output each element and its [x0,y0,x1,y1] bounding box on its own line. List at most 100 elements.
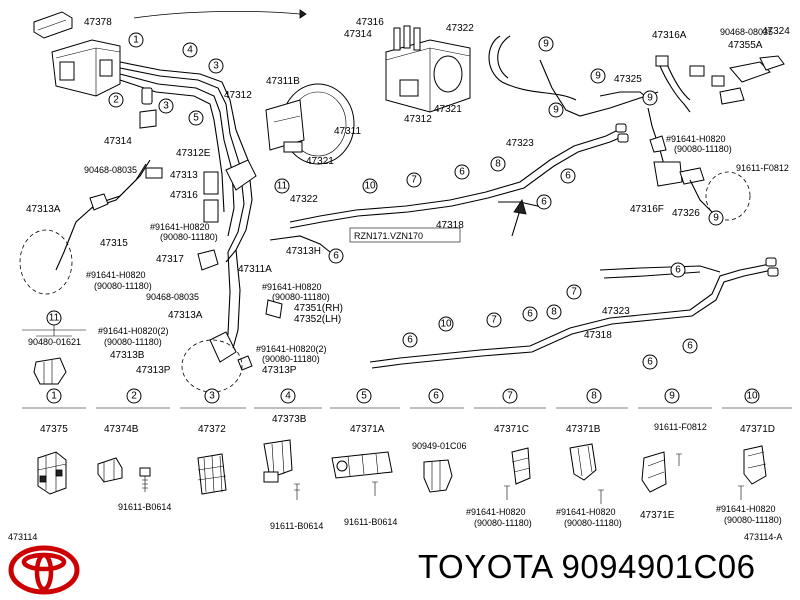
label-47313B: 47313B [110,350,145,361]
callout-7c-text: 7 [491,315,497,326]
legend-1-num: 1 [51,391,57,402]
callout-9b-text: 9 [553,105,559,116]
model-note: RZN171.VZN170 [354,231,423,241]
label-47313H: 47313H [286,246,321,257]
callout-6b [454,164,470,180]
label-90468-08035-b: 90468-08035 [146,292,199,302]
callout-4-text: 4 [187,45,193,56]
label-91641-d: #91641-H0820(2) [98,326,169,336]
legend-47371C: 47371C [494,424,529,435]
label-90080-d: (90080-11180) [104,337,162,347]
lower-long-lines [369,257,779,369]
callout-6c [560,168,576,184]
legend-part-9 [641,451,682,493]
legend-2-num: 2 [131,391,137,402]
callout-10b-text: 10 [440,319,452,330]
label-47316: 47316 [356,17,384,28]
label-47326: 47326 [672,208,700,219]
legend-part-6 [423,459,453,493]
part-labels: 47378 47316 47314 47322 47311B 47312 473… [26,17,790,376]
callout-6h-text: 6 [647,357,653,368]
callout-2 [108,92,124,108]
label-47314: 47314 [104,136,132,147]
brake-booster [265,83,355,165]
label-47318-b: 47318 [584,330,612,341]
label-47311: 47311 [334,126,362,137]
footer-brand-text: TOYOTA 9094901C06 [418,548,756,585]
callout-8a [490,156,506,172]
model-note-box [349,227,461,243]
callout-3 [158,98,174,114]
callout-6g [402,332,418,348]
label-47313P-b: 47313P [262,365,297,376]
label-90080-b: (90080-11180) [94,281,152,291]
label-47318: 47318 [436,220,464,231]
callout-9d-text: 9 [647,93,653,104]
label-91641-r: #91641-H0820 [666,134,726,144]
label-47322: 47322 [290,194,318,205]
label-47315: 47315 [100,238,128,249]
callout-7c [486,312,502,328]
part-90480-01621 [33,325,72,385]
label-47313P: 47313P [136,365,171,376]
legend-part-3 [197,453,227,495]
callout-3b [208,58,224,74]
legend-part-4 [263,439,300,500]
callout-10a [362,178,378,194]
legend-47375: 47375 [40,424,68,435]
callout-7b-text: 7 [571,287,577,298]
diagram-code: 473114 [8,532,37,542]
label-47316: 47316 [170,190,198,201]
label-47311A: 47311A [238,264,272,275]
callout-6e-text: 6 [675,265,681,276]
label-47312-top: 47312 [404,114,432,125]
legend-47373B: 47373B [272,414,307,425]
legend-90949-01C06: 90949-01C06 [412,441,467,451]
legend-3-num: 3 [209,391,215,402]
callout-9a [538,36,554,52]
legend-47371E: 47371E [640,510,675,521]
callout-6d [536,194,552,210]
legend-91641-10: #91641-H0820 [716,504,776,514]
callout-7b [566,284,582,300]
callout-9c-text: 9 [595,71,601,82]
label-47325: 47325 [614,74,642,85]
callout-9a-text: 9 [543,39,549,50]
label-90480-01621: 90480-01621 [28,337,81,347]
label-90080-e: (90080-11180) [262,354,320,364]
legend-6-num: 6 [433,391,439,402]
legend-91641-8: #91641-H0820 [556,507,616,517]
label-47352LH: 47352(LH) [294,314,341,325]
right-upper-lines [488,35,785,221]
callout-6e [670,262,686,278]
legend-part-10 [738,445,767,500]
callout-2-text: 2 [113,95,119,106]
callouts: 1 2 3 4 3 5 11 6 10 7 6 8 6 6 9 9 9 9 9 … [46,32,724,370]
label-47323: 47323 [506,138,534,149]
legend-91611-B0614-c: 91611-B0614 [344,517,397,527]
label-47316F: 47316F [630,204,664,215]
callout-11-text: 11 [277,181,288,192]
legend-10-num: 10 [746,391,758,402]
callout-7a-text: 7 [411,175,417,186]
callout-6c-text: 6 [565,171,571,182]
left-pipe-bundle [19,61,283,393]
callout-8b [546,304,562,320]
label-90468-08035: 90468-08035 [84,165,137,175]
callout-6a-text: 6 [333,251,339,262]
label-47323-b: 47323 [602,306,630,317]
legend-part-7 [504,447,531,500]
label-47311B: 47311B [266,76,300,87]
legend-90080-7: (90080-11180) [474,518,532,528]
legend-7-num: 7 [507,391,513,402]
callout-9e-text: 9 [713,213,719,224]
legend-47374B: 47374B [104,424,139,435]
callout-7a [406,172,422,188]
callout-8b-text: 8 [551,307,557,318]
label-90080-c: (90080-11180) [272,292,330,302]
label-47324: 47324 [762,26,790,37]
callout-10a-text: 10 [364,181,376,192]
legend-part-1 [37,451,67,495]
callout-10b [438,316,454,332]
label-47313: 47313 [170,170,198,181]
